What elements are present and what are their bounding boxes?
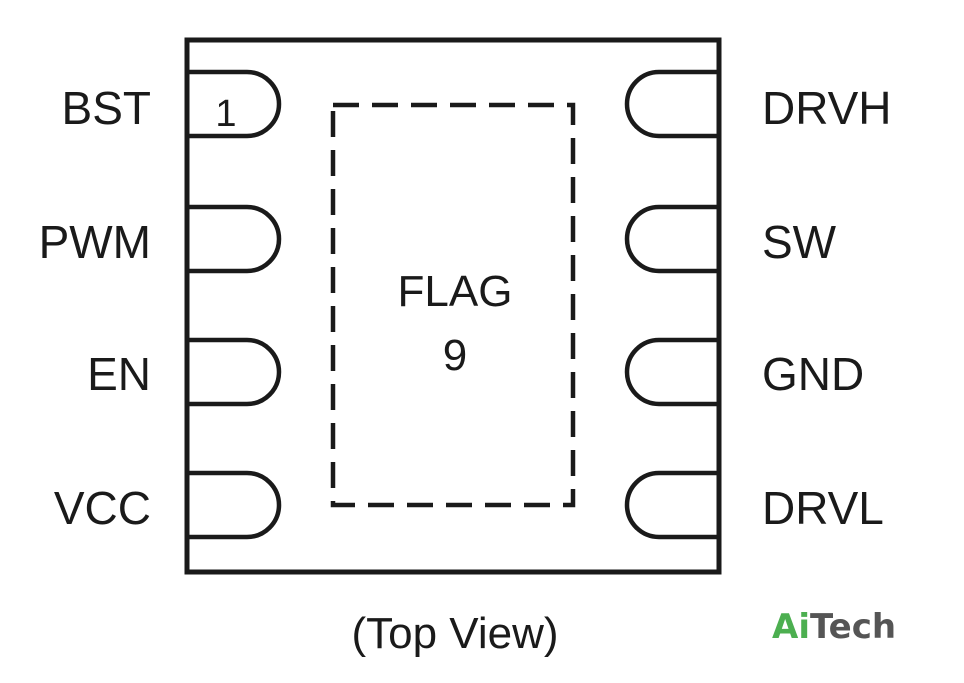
package-body <box>184 37 722 575</box>
pad-bst <box>187 69 282 139</box>
pin-label-drvl: DRVL <box>762 482 884 534</box>
pad-vcc <box>187 470 282 540</box>
flag-number: 9 <box>443 331 467 380</box>
pad-sw <box>624 204 719 274</box>
exposed-flag-outline <box>330 102 576 508</box>
pad-drvh <box>624 69 719 139</box>
pin-label-drvh: DRVH <box>762 82 892 134</box>
pad-en <box>187 337 282 407</box>
watermark-part-ai: Ai <box>772 607 810 647</box>
pin-label-en: EN <box>87 348 151 400</box>
pad-pwm <box>187 204 282 274</box>
pad-gnd <box>624 337 719 407</box>
right-pads <box>624 69 719 540</box>
flag-title: FLAG <box>398 267 513 316</box>
watermark-part-tech: Tech <box>810 607 896 647</box>
pin-label-pwm: PWM <box>39 216 151 268</box>
pin1-marker: 1 <box>215 93 236 135</box>
pin-label-vcc: VCC <box>54 482 151 534</box>
view-caption: (Top View) <box>351 609 558 658</box>
pin-label-sw: SW <box>762 216 837 268</box>
aitech-watermark: AiTech <box>772 607 896 647</box>
pin-label-gnd: GND <box>762 348 864 400</box>
pin-label-bst: BST <box>62 82 151 134</box>
pad-drvl <box>624 470 719 540</box>
left-pads <box>187 69 282 540</box>
